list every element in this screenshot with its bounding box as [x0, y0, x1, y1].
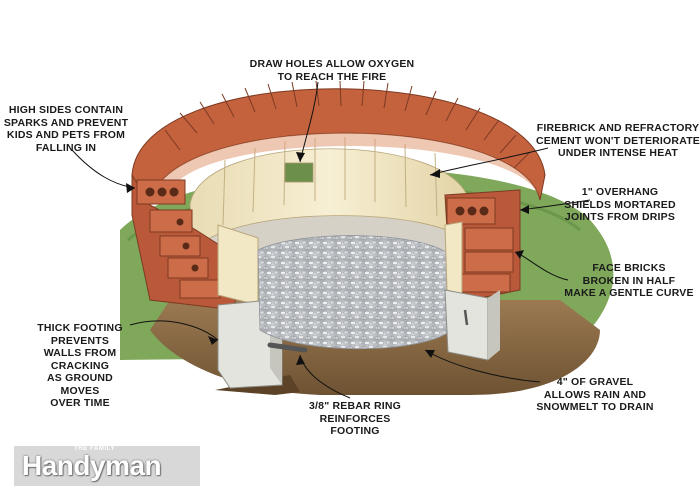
callout-overhang: 1" OVERHANG SHIELDS MORTARED JOINTS FROM… [564, 186, 676, 223]
leader-arrowheads [126, 152, 529, 365]
gravel-bed [257, 235, 453, 350]
handyman-logo: Handyman [22, 450, 162, 481]
logo-backdrop [14, 446, 200, 486]
rebar [267, 342, 308, 353]
cutaway-firebrick [217, 224, 259, 306]
draw-hole [284, 162, 314, 183]
callout-firebrick: FIREBRICK AND REFRACTORY CEMENT WON'T DE… [536, 122, 700, 159]
callout-rebar: 3/8" REBAR RING REINFORCES FOOTING [309, 400, 401, 437]
callout-footing: THICK FOOTING PREVENTS WALLS FROM CRACKI… [37, 322, 123, 409]
callout-face-bricks: FACE BRICKS BROKEN IN HALF MAKE A GENTLE… [564, 262, 694, 299]
logo-tagline: THE FAMILY [74, 446, 116, 452]
callout-high-sides: HIGH SIDES CONTAIN SPARKS AND PREVENT KI… [3, 104, 129, 154]
callout-gravel: 4" OF GRAVEL ALLOWS RAIN AND SNOWMELT TO… [536, 376, 654, 413]
callout-draw-holes: DRAW HOLES ALLOW OXYGEN TO REACH THE FIR… [249, 58, 415, 83]
